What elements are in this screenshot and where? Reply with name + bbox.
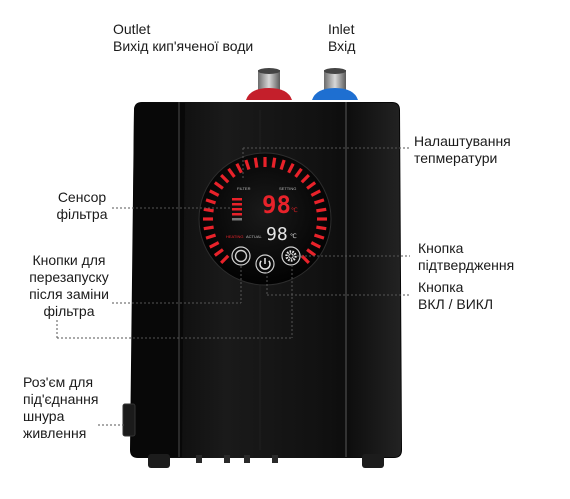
temperature-tick [310,241,321,249]
temperature-tick [213,248,224,257]
temperature-tick [306,181,317,190]
foot-right [362,454,384,468]
label-filter-sensor: Сенсор фільтра [56,189,108,222]
outlet-cap [246,88,292,100]
filter-caption: FILTER [237,186,251,191]
temperature-tick [220,174,230,184]
label-inlet: Inlet Вхід [328,21,356,54]
temperature-tick [300,174,310,184]
inlet-pipe [312,68,358,100]
foot-left [148,454,170,468]
temperature-tick [316,225,327,231]
temperature-tick [313,233,325,240]
temperature-ring [203,157,327,264]
temperature-tick [205,233,217,240]
temperature-tick [205,198,217,205]
temperature-tick [235,163,243,174]
power-connector [122,403,136,437]
temperature-tick [316,207,327,213]
temperature-tick [209,241,220,249]
label-power-connector: Роз'єм для під'єднання шнура живлення [23,374,99,441]
temperature-tick [313,198,325,205]
filter-sensor-bars [232,198,242,221]
power-icon [259,258,271,270]
temperature-tick [300,254,310,264]
confirm-button[interactable] [281,246,301,266]
temperature-tick [310,189,321,197]
setting-unit: ℃ [291,207,298,214]
label-confirm-button: Кнопка підтвердження [418,240,515,273]
heating-caption: HEATING [226,234,243,239]
label-reset-buttons: Кнопки для перезапуску після заміни філь… [29,252,109,319]
temperature-tick [203,225,214,231]
temperature-tick [287,163,295,174]
setting-caption: SETTING [279,186,296,191]
temperature-tick [203,207,214,213]
temperature-tick [253,157,259,168]
filter-reset-button[interactable] [231,246,251,266]
actual-temperature: 98 [266,224,288,245]
inlet-cap [312,88,358,100]
label-power-button: Кнопка ВКЛ / ВИКЛ [418,279,494,312]
temperature-tick [279,159,286,171]
temperature-tick [271,157,277,168]
temperature-tick [227,167,236,178]
power-button[interactable] [255,254,275,274]
temperature-tick [213,181,224,190]
temperature-tick [244,159,251,171]
temperature-tick [306,248,317,257]
actual-caption: ACTUAL [246,234,263,239]
label-temp-setting: Налаштування тепмератури [414,133,511,166]
temperature-tick [294,167,303,178]
temperature-tick [220,254,230,264]
temperature-tick [209,189,220,197]
setting-temperature: 98 [262,191,291,219]
control-panel: FILTER SETTING 98 ℃ HEATING ACTUAL 98 ℃ [198,152,332,286]
label-outlet: Outlet Вихід кип'яченої води [113,21,254,54]
leader-lines [56,147,410,426]
actual-unit: ℃ [290,233,297,240]
outlet-pipe [246,68,292,100]
